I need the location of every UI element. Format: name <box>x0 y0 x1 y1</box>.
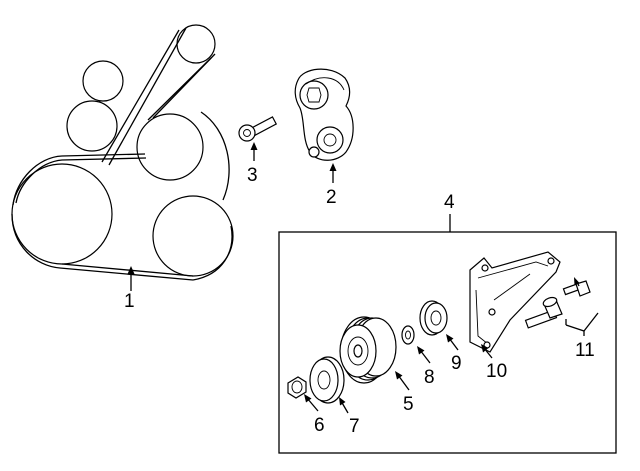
callout-9-label: 9 <box>451 353 462 374</box>
idler-pulley-left <box>66 100 118 152</box>
callout-2-label: 2 <box>326 187 337 208</box>
idler-kit-box <box>278 231 617 454</box>
callout-9: 9 <box>446 334 462 374</box>
callout-8-label: 8 <box>424 367 435 388</box>
callout-11: 11 <box>565 277 599 361</box>
callout-11-label: 11 <box>575 340 595 361</box>
callout-7-label: 7 <box>349 416 360 437</box>
idler-bracket <box>469 251 561 353</box>
tensioner-pulley-outline <box>176 24 216 64</box>
callout-3: 3 <box>247 142 258 186</box>
callout-8: 8 <box>417 346 435 388</box>
dust-shield <box>309 356 345 404</box>
idler-pulley-small <box>419 300 448 336</box>
tensioner-bolt <box>238 116 278 142</box>
callout-5-label: 5 <box>403 394 414 415</box>
grooved-idler-pulley <box>339 316 397 384</box>
callout-1: 1 <box>124 266 135 312</box>
callout-6: 6 <box>304 394 325 436</box>
callout-4: 4 <box>444 192 455 232</box>
belt-tensioner <box>294 68 354 161</box>
callout-1-label: 1 <box>124 291 135 312</box>
callout-5: 5 <box>395 371 414 415</box>
callout-4-label: 4 <box>444 192 455 213</box>
callout-3-label: 3 <box>247 165 258 186</box>
callout-10-label: 10 <box>486 361 507 382</box>
spacer-washer <box>401 325 415 345</box>
callout-2: 2 <box>326 163 337 208</box>
callout-6-label: 6 <box>314 415 325 436</box>
pulley-nut <box>287 376 307 399</box>
serpentine-belt <box>11 24 234 281</box>
alternator-pulley <box>136 113 204 181</box>
ac-compressor-pulley <box>152 195 234 277</box>
callout-7: 7 <box>339 397 360 437</box>
callout-10: 10 <box>481 344 507 382</box>
bracket-bolt-long <box>524 296 563 329</box>
idler-pulley-top <box>82 60 124 102</box>
bracket-bolt-short <box>562 280 591 297</box>
